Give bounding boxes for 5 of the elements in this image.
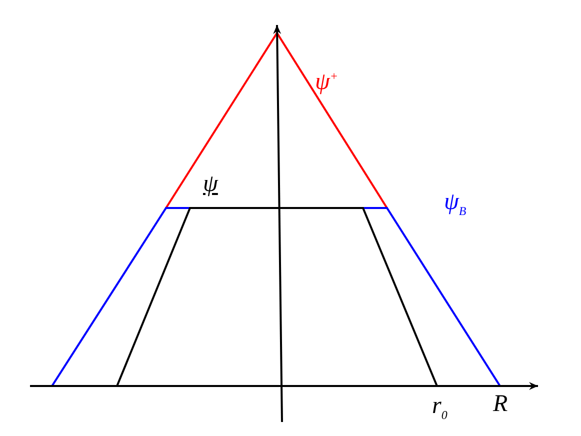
axis-tick-label: r$_{0}$ bbox=[432, 394, 448, 421]
curve-label: ψ$_{B}$ bbox=[444, 190, 466, 217]
curve-label: ψ$^{+}$ bbox=[315, 70, 338, 94]
curve-label: ψ bbox=[203, 172, 218, 196]
axis-label: R bbox=[493, 392, 508, 416]
